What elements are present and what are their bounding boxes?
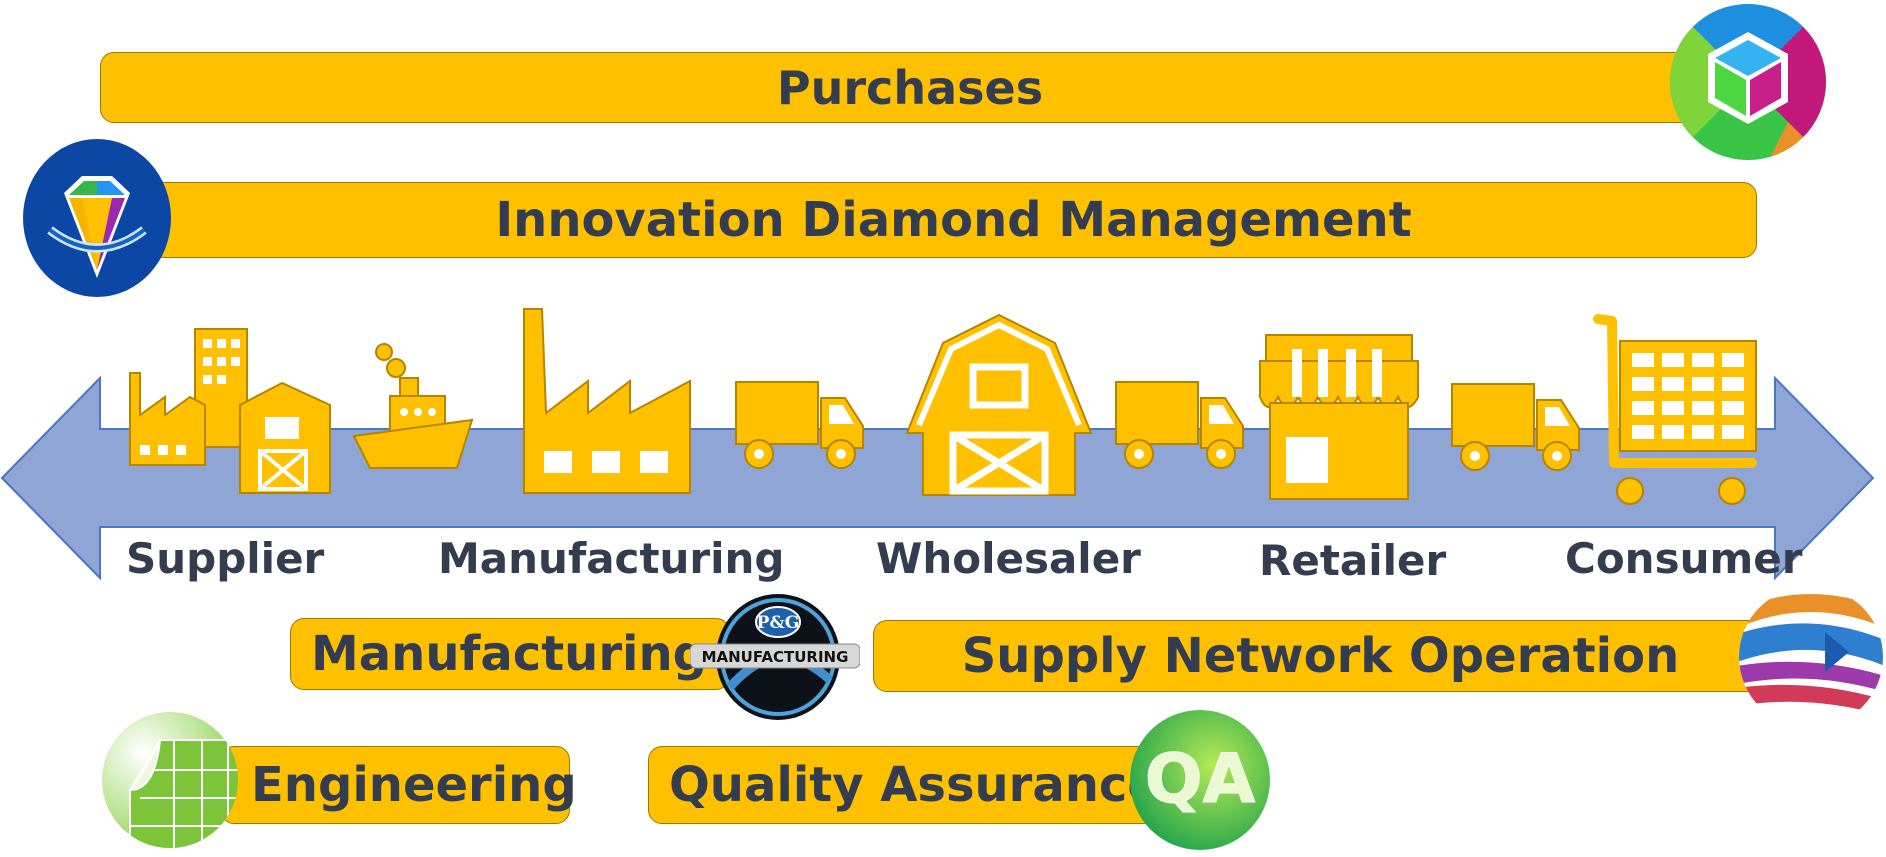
retailer-store-icon bbox=[1259, 334, 1419, 500]
innovation-label: Innovation Diamond Management bbox=[495, 192, 1412, 248]
wholesaler-barn-icon bbox=[905, 313, 1093, 496]
stage-label-supplier: Supplier bbox=[126, 534, 325, 583]
purchases-bar: Purchases bbox=[100, 52, 1720, 123]
manufacturing-bar: Manufacturing bbox=[290, 618, 730, 690]
stage-label-retailer: Retailer bbox=[1259, 536, 1447, 585]
purchases-label: Purchases bbox=[776, 60, 1044, 115]
stage-label-wholesaler: Wholesaler bbox=[876, 534, 1141, 583]
supply-network-logo-icon bbox=[1739, 586, 1883, 728]
quality-assurance-bar: Quality Assurance bbox=[648, 746, 1160, 824]
stage-label-manufacturing: Manufacturing bbox=[438, 534, 785, 583]
qa-logo-icon: QA bbox=[1130, 710, 1270, 850]
engineering-logo-icon bbox=[102, 712, 238, 848]
truck-2-icon bbox=[1115, 381, 1244, 469]
engineering-label: Engineering bbox=[251, 757, 577, 813]
pg-manufacturing-text: MANUFACTURING bbox=[702, 648, 849, 666]
innovation-bar: Innovation Diamond Management bbox=[150, 182, 1757, 258]
truck-1-icon bbox=[735, 381, 864, 469]
supplier-factory-icon bbox=[129, 328, 331, 494]
supply-network-label: Supply Network Operation bbox=[961, 628, 1680, 684]
stage-label-consumer: Consumer bbox=[1565, 534, 1803, 583]
consumer-cart-icon bbox=[1593, 314, 1757, 505]
truck-3-icon bbox=[1451, 383, 1580, 471]
manufacturing-bar-label: Manufacturing bbox=[311, 626, 707, 682]
cube-logo-icon bbox=[1670, 4, 1826, 160]
pg-brand-text: P&G bbox=[757, 613, 800, 633]
qa-logo-text: QA bbox=[1145, 740, 1256, 819]
supply-network-bar: Supply Network Operation bbox=[873, 620, 1768, 692]
engineering-bar: Engineering bbox=[220, 746, 577, 824]
pg-manufacturing-logo-icon: P&G MANUFACTURING bbox=[690, 594, 860, 720]
manufacturing-factory-icon bbox=[523, 308, 691, 494]
ship-icon bbox=[352, 343, 474, 469]
diamond-logo-icon bbox=[23, 139, 171, 297]
quality-assurance-label: Quality Assurance bbox=[669, 757, 1160, 813]
